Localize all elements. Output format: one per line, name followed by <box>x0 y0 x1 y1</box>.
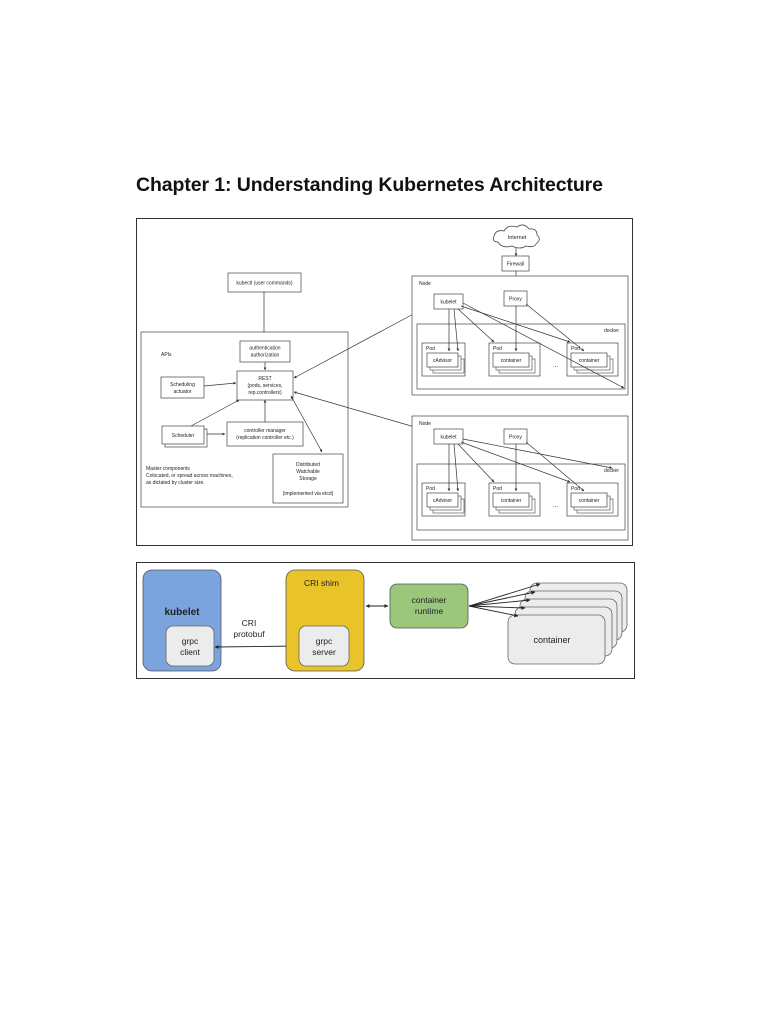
kubelet-box <box>433 428 464 445</box>
pod-label: Pod <box>493 346 502 352</box>
storage-label-4: (implemented via etcd) <box>283 491 334 497</box>
rest-label-1: REST <box>258 376 271 382</box>
cri-shim-label: CRI shim <box>304 578 339 588</box>
node-label: Node <box>419 281 431 287</box>
kubelet-label: kubelet <box>440 300 457 306</box>
auth-box <box>239 340 291 363</box>
proxy-label: Proxy <box>509 435 522 441</box>
kubelet-label: kubelet <box>164 607 200 618</box>
grpc-server-label-1: grpc <box>316 636 333 646</box>
firewall-label: Firewall <box>507 262 524 268</box>
pod-label: Pod <box>426 486 435 492</box>
scheduling-label-1: Scheduling <box>170 382 195 388</box>
ellipsis: ... <box>553 503 558 509</box>
runtime-label-2: runtime <box>415 606 444 616</box>
pod-label: Pod <box>571 346 580 352</box>
controller-label-1: controller manager <box>244 428 286 434</box>
grpc-client-label-1: grpc <box>182 636 199 646</box>
auth-label-2: authorization <box>251 353 280 359</box>
firewall-box <box>501 255 530 272</box>
container-label: container <box>501 498 522 504</box>
storage-label-3: Storage <box>299 476 317 482</box>
cadvisor-box <box>426 492 459 508</box>
node-2: Node kubelet Proxy docker Pod cAdvisor P… <box>411 415 629 541</box>
rest-api-box <box>236 370 294 401</box>
cri-diagram: kubelet grpc client CRI protobuf CRI shi… <box>136 562 635 679</box>
cri-label-2: protobuf <box>233 629 265 639</box>
etcd-storage-box <box>272 453 344 504</box>
container-label: container <box>501 358 522 364</box>
node-label: Node <box>419 421 431 427</box>
grpc-client-label-2: client <box>180 647 200 657</box>
scheduler-label: Scheduler <box>172 433 195 439</box>
container-label: container <box>579 358 600 364</box>
container-box <box>492 492 530 508</box>
pod-label: Pod <box>426 346 435 352</box>
scheduling-actuator-box <box>160 376 205 399</box>
grpc-server-label-2: server <box>312 647 336 657</box>
storage-label-2: Watchable <box>296 469 320 475</box>
proxy-box <box>503 428 528 445</box>
kubectl-label: kubectl (user commands) <box>236 281 292 287</box>
kubelet-box <box>433 293 464 310</box>
proxy-label: Proxy <box>509 297 522 303</box>
docker-label: docker <box>604 468 619 474</box>
cadvisor-box <box>426 352 459 368</box>
container-label: container <box>533 635 570 645</box>
container-label: container <box>579 498 600 504</box>
chapter-title: Chapter 1: Understanding Kubernetes Arch… <box>136 174 603 196</box>
rest-label-3: rep.controllers) <box>248 390 282 396</box>
auth-label-1: authentication <box>249 346 280 352</box>
runtime-label-1: container <box>412 595 447 605</box>
cadvisor-label: cAdvisor <box>433 498 453 504</box>
cadvisor-label: cAdvisor <box>433 358 453 364</box>
controller-manager-box <box>226 421 304 447</box>
ellipsis: ... <box>553 363 558 369</box>
apis-label: APIs <box>161 352 172 358</box>
scheduling-label-2: actuator <box>173 389 191 395</box>
master-note-2: Colocated, or spread across machines, <box>146 473 233 479</box>
storage-label-1: Distributed <box>296 462 320 468</box>
docker-label: docker <box>604 328 619 334</box>
node-1: Node kubelet Proxy docker Pod cAdvisor P… <box>411 275 629 396</box>
pod-label: Pod <box>493 486 502 492</box>
scheduler-box <box>161 425 205 445</box>
container-runtime-block <box>389 583 469 629</box>
kubelet-label: kubelet <box>440 435 457 441</box>
container-box <box>570 492 608 508</box>
grpc-client-block <box>165 625 215 667</box>
kubectl-box <box>227 272 302 293</box>
controller-label-2: (replication controller etc.) <box>236 435 294 441</box>
internet-cloud-icon: Internet <box>493 224 540 249</box>
master-note-1: Master components <box>146 466 190 472</box>
proxy-box <box>503 290 528 307</box>
cri-connection <box>214 644 299 649</box>
internet-label: Internet <box>508 235 527 241</box>
container-block <box>507 614 606 665</box>
container-box <box>492 352 530 368</box>
grpc-server-block <box>298 625 350 667</box>
cri-label-1: CRI <box>242 618 257 628</box>
kubernetes-architecture-diagram: Internet Firewall kubectl (user commands… <box>136 218 633 546</box>
master-note-3: as dictated by cluster size. <box>146 480 205 486</box>
rest-label-2: (pods, services, <box>247 383 282 389</box>
pod-label: Pod <box>571 486 580 492</box>
